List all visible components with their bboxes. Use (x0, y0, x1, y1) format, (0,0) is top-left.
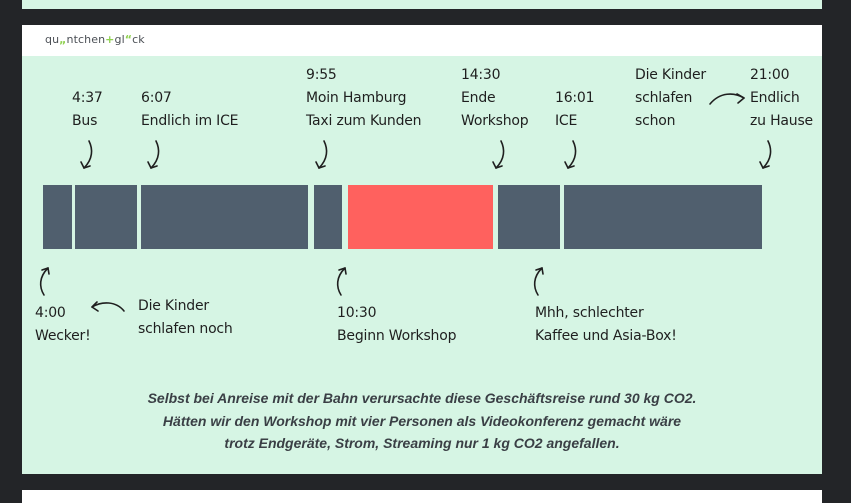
label-kids-asleep: Die Kinder schlafen schon (635, 67, 706, 129)
workshop-segment (348, 185, 493, 249)
card-header: qu„ntchen+gl“ck (22, 25, 822, 56)
curved-arrow-icon (759, 140, 772, 169)
curved-arrow-icon (492, 140, 505, 169)
curved-arrow-icon (533, 267, 544, 296)
caption-line: trotz Endgeräte, Strom, Streaming nur 1 … (224, 435, 620, 451)
label-workshop-end: 14:30 Ende Workshop (461, 67, 529, 129)
label-home: 21:00 Endlich zu Hause (750, 67, 813, 129)
next-card-edge (22, 490, 822, 503)
caption-line: Hätten wir den Workshop mit vier Persone… (162, 412, 682, 429)
label-bus: 4:37 Bus (72, 90, 103, 129)
label-hamburg: 9:55 Moin Hamburg Taxi zum Kunden (306, 67, 422, 129)
label-coffee: Mhh, schlechter Kaffee und Asia-Box! (535, 305, 677, 344)
timeline-segment (75, 185, 137, 249)
timeline-card: qu„ntchen+gl“ck 4:37 Bus 6:07 Endlich im… (22, 25, 822, 474)
curved-arrow-icon (315, 140, 328, 169)
label-ice-return: 16:01 ICE (555, 90, 595, 129)
label-alarm: 4:00 Wecker! (35, 305, 91, 344)
logo: qu„ntchen+gl“ck (45, 33, 145, 46)
timeline-segment (141, 185, 308, 249)
curved-arrow-icon (564, 140, 577, 169)
curved-arrow-icon (91, 301, 125, 312)
caption-line: Selbst bei Anreise mit der Bahn verursac… (147, 390, 697, 406)
timeline-segment (43, 185, 72, 249)
curved-arrow-icon (147, 140, 160, 169)
curved-arrow-icon (709, 93, 745, 105)
label-ice: 6:07 Endlich im ICE (141, 90, 239, 129)
co2-caption: Selbst bei Anreise mit der Bahn verursac… (22, 387, 822, 455)
timeline-segment (498, 185, 560, 249)
curved-arrow-icon (80, 140, 93, 169)
label-workshop-start: 10:30 Beginn Workshop (337, 305, 457, 344)
previous-card-edge (22, 0, 822, 9)
curved-arrow-icon (39, 267, 50, 296)
label-kids-sleeping: Die Kinder schlafen noch (138, 298, 233, 337)
timeline-segment (564, 185, 762, 249)
timeline-segment (314, 185, 342, 249)
curved-arrow-icon (336, 267, 347, 296)
